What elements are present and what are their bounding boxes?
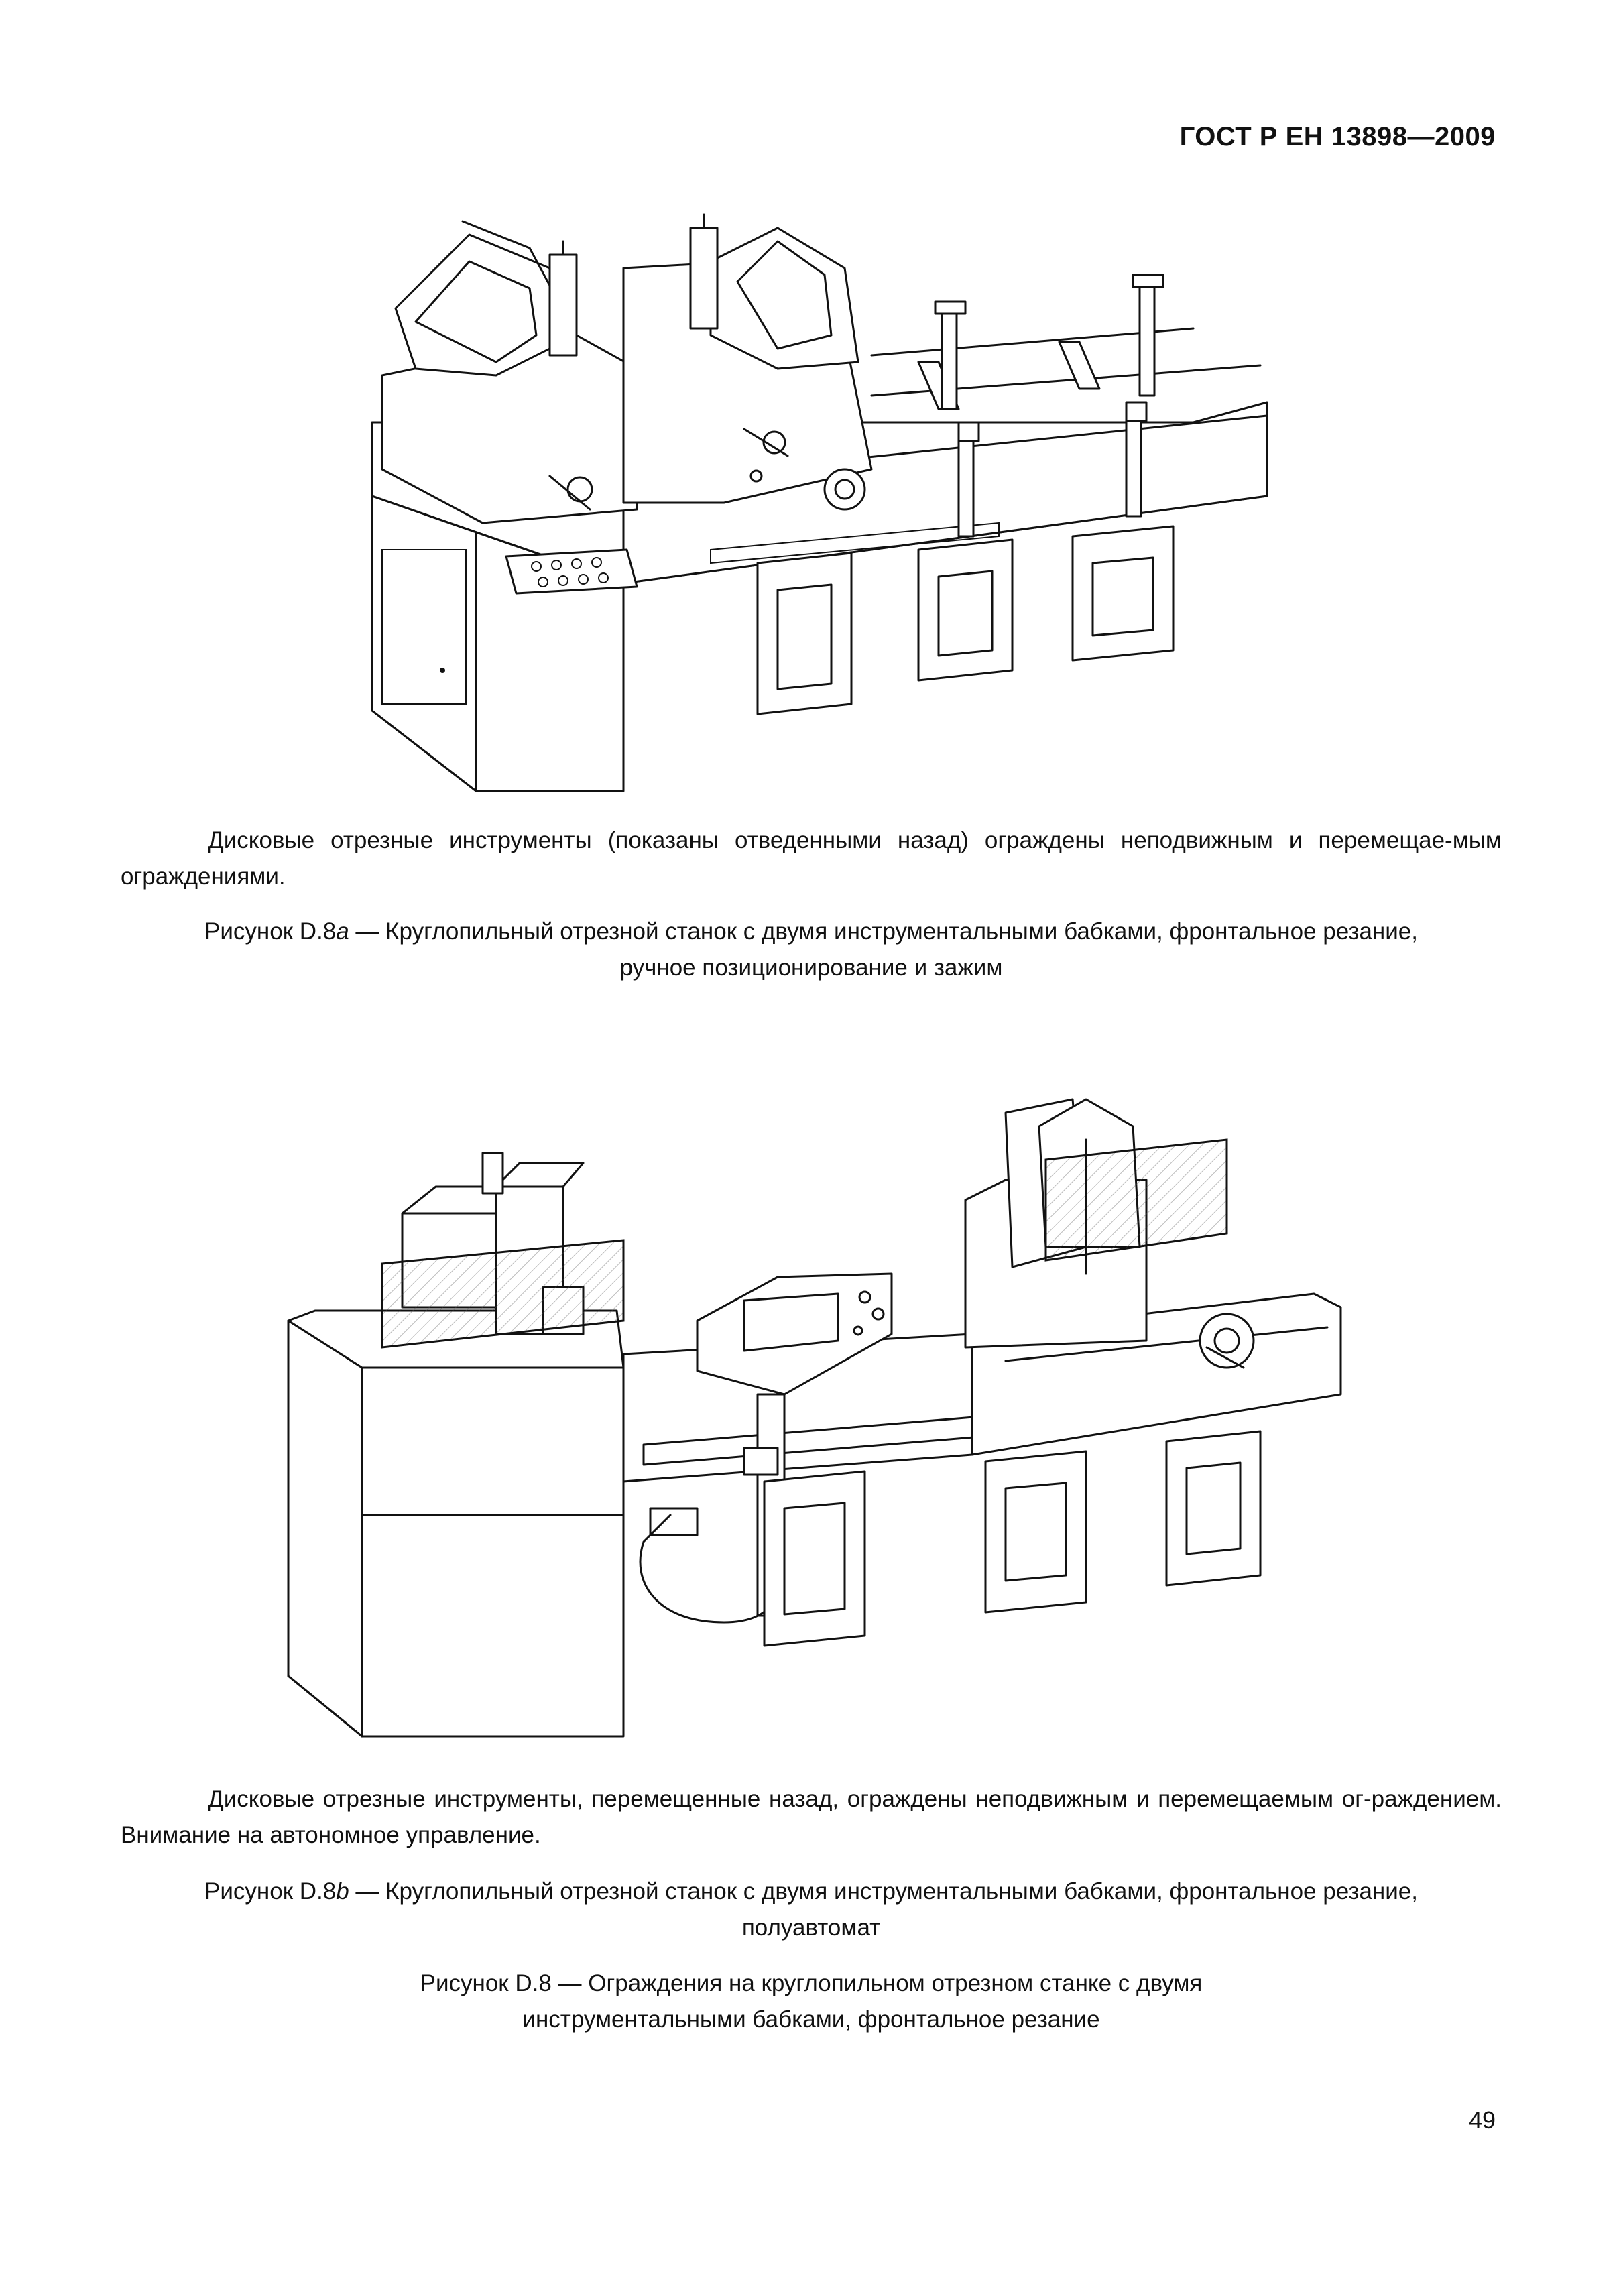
figure-d8a-caption-title: — Круглопильный отрезной станок с двумя … (349, 918, 1418, 945)
document-header: ГОСТ Р ЕН 13898—2009 (1179, 122, 1496, 152)
figure-d8a-caption-line-1: Рисунок D.8a — Круглопильный отрезной ст… (121, 914, 1502, 950)
figure-d8a-caption-line-2: ручное позиционирование и зажим (619, 955, 1003, 981)
figure-d8-main-caption-line-2: инструментальными бабками, фронтальное р… (522, 2006, 1100, 2033)
figure-d8b-drawing (0, 1073, 1623, 1743)
figure-d8a-caption-letter: a (336, 918, 349, 945)
page-number: 49 (1468, 2106, 1496, 2134)
figure-d8a-note: Дисковые отрезные инструменты (показаны … (121, 823, 1502, 895)
figure-d8b-caption-line-2: полуавтомат (741, 1915, 881, 1941)
figure-d8-main-caption: Рисунок D.8 — Ограждения на круглопильно… (121, 1966, 1502, 2038)
figure-d8a-caption: Рисунок D.8a — Круглопильный отрезной ст… (121, 914, 1502, 986)
figure-d8a-drawing (0, 201, 1623, 838)
figure-d8b-caption-title: — Круглопильный отрезной станок с двумя … (349, 1878, 1418, 1905)
figure-d8a-caption-prefix: Рисунок D.8 (204, 918, 337, 945)
figure-d8b-caption-letter: b (336, 1878, 349, 1905)
figure-d8b-caption-line-1: Рисунок D.8b — Круглопильный отрезной ст… (121, 1874, 1502, 1910)
figure-d8b-note-text: Дисковые отрезные инструменты, перемещен… (121, 1786, 1502, 1848)
figure-d8b-caption-prefix: Рисунок D.8 (204, 1878, 337, 1905)
figure-d8-main-caption-line-1: Рисунок D.8 — Ограждения на круглопильно… (420, 1970, 1203, 1996)
figure-d8b-note: Дисковые отрезные инструменты, перемещен… (121, 1781, 1502, 1854)
figure-d8b-caption: Рисунок D.8b — Круглопильный отрезной ст… (121, 1874, 1502, 1946)
figure-d8a-note-text: Дисковые отрезные инструменты (показаны … (121, 827, 1502, 890)
